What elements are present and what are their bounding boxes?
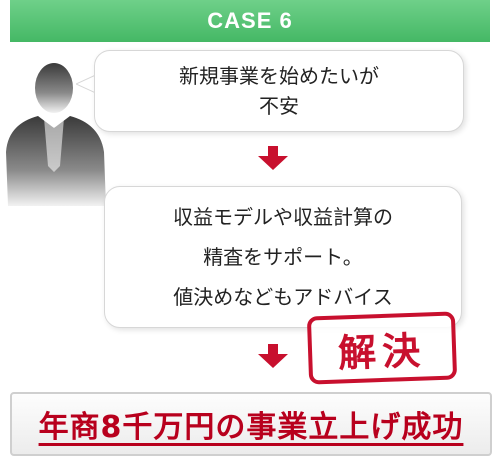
down-arrow-icon [258,344,288,368]
down-arrow-icon [258,146,288,170]
stamp-text: 解決 [337,327,427,376]
concern-line-1: 新規事業を始めたいが [179,64,379,88]
result-banner: 年商8千万円の事業立上げ成功 [10,392,492,456]
businessman-silhouette-icon [6,63,106,206]
solution-line-2: 精査をサポート。 [203,245,363,269]
resolved-stamp: 解決 [306,311,458,385]
solution-box: 収益モデルや収益計算の 精査をサポート。 値決めなどもアドバイス [104,186,462,328]
case-title: CASE 6 [207,8,293,33]
solution-line-3: 値決めなどもアドバイス [173,285,393,309]
concern-speech-bubble: 新規事業を始めたいが 不安 [94,50,464,132]
concern-line-2: 不安 [259,94,299,118]
solution-line-1: 収益モデルや収益計算の [173,205,393,229]
result-text: 年商8千万円の事業立上げ成功 [38,410,464,445]
case-header: CASE 6 [10,0,490,42]
